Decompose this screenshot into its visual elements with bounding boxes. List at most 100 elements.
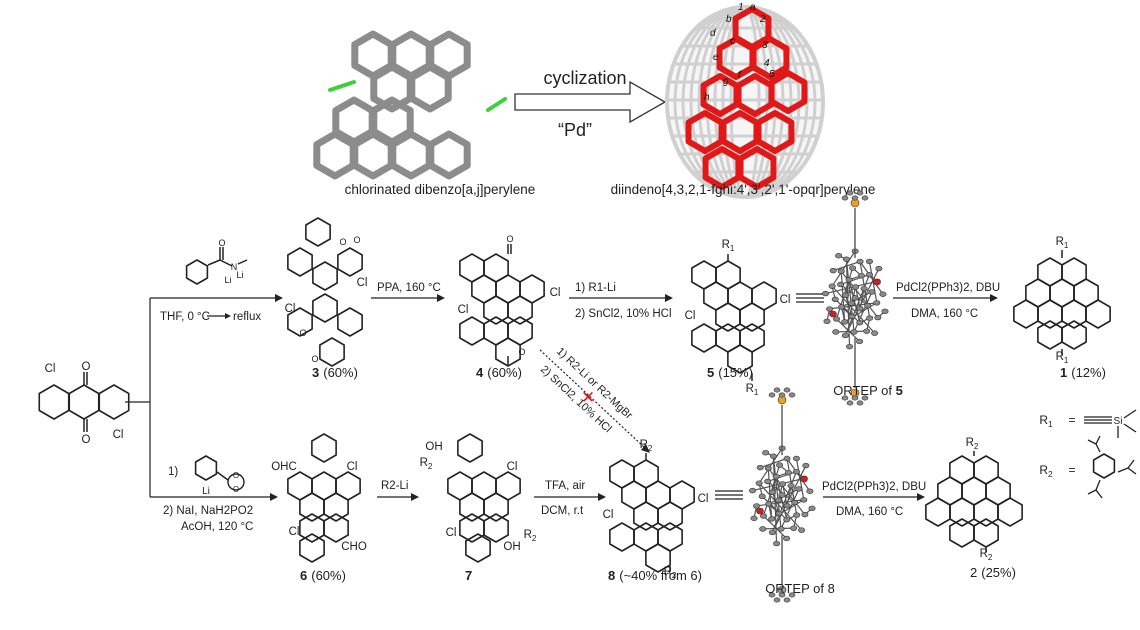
c7-oh-1: OH: [425, 441, 442, 453]
svg-text:e: e: [713, 52, 719, 63]
r1-def-label: R1: [1039, 413, 1053, 429]
c5-cl-2: Cl: [685, 310, 696, 322]
svg-text:O: O: [353, 235, 360, 245]
c3-cl-1: Cl: [357, 277, 368, 289]
failed-route-arrow: ✕ 1) R2-Li or R2-MgBr 2) SnCl2, 10% HCl: [538, 345, 650, 453]
svg-text:g: g: [723, 76, 729, 87]
step-tfa: TFA, air: [545, 480, 585, 492]
svg-text:O: O: [518, 347, 525, 357]
ortep-8-image: [749, 387, 816, 603]
c4-cl-2: Cl: [458, 304, 469, 316]
svg-text:1: 1: [738, 2, 744, 13]
sm-oxygen-1: O: [82, 361, 91, 373]
cyclization-arrow: [514, 80, 667, 124]
svg-text:b: b: [726, 14, 732, 25]
svg-text:c: c: [730, 36, 735, 47]
bottom-pd-cond2: DMA, 160 °C: [836, 506, 903, 518]
c8-r2-bottom: R2: [664, 566, 677, 580]
svg-text:=: =: [1068, 463, 1075, 477]
svg-text:✕: ✕: [581, 388, 595, 407]
right-caption: diindeno[4,3,2,1-fghi:4',3',2',1'-opqr]p…: [611, 182, 876, 197]
svg-text:Si: Si: [1114, 416, 1123, 427]
ortep-8-caption: ORTEP of 8: [765, 581, 835, 596]
c7-cl-2: Cl: [446, 527, 457, 539]
top-pd-cond1: PdCl2(PPh3)2, DBU: [896, 282, 1000, 294]
c6-cl-1: Cl: [347, 461, 358, 473]
compound-1-label: 1(12%): [1060, 365, 1106, 380]
svg-text:2: 2: [759, 14, 766, 25]
svg-text:O: O: [506, 234, 513, 244]
c2-r2-bottom: R2: [980, 548, 993, 562]
c7-r2-2: R2: [524, 529, 537, 543]
svg-text:O: O: [299, 328, 306, 338]
compound-7-label: 7: [465, 568, 472, 583]
compound-5-label: 5(15%): [707, 365, 753, 380]
svg-text:O: O: [311, 354, 318, 364]
step-ppa: PPA, 160 °C: [377, 282, 441, 294]
c5-r1-bottom: R1: [746, 383, 759, 397]
svg-text:O: O: [233, 471, 239, 480]
bottom-pd-cond1: PdCl2(PPh3)2, DBU: [822, 481, 926, 493]
compound-3-label: 3(60%): [312, 365, 358, 380]
svg-text:3: 3: [762, 40, 768, 51]
c8-r2-top: R2: [640, 439, 653, 453]
c1-r1-bottom: R1: [1056, 351, 1069, 365]
sm-oxygen-2: O: [82, 434, 91, 446]
c1-r1-top: R1: [1056, 236, 1069, 250]
svg-text:a: a: [750, 2, 756, 13]
bottom-step1-cond2: AcOH, 120 °C: [181, 521, 253, 533]
c7-r2-1: R2: [420, 457, 433, 471]
c8-cl-2: Cl: [603, 509, 614, 521]
c7-oh-2: OH: [503, 541, 520, 553]
svg-text:O: O: [233, 485, 239, 494]
equivalence-sign-5: [796, 293, 824, 303]
bottom-step1-num: 1): [168, 466, 178, 478]
equivalence-sign-8: [715, 490, 743, 500]
svg-text:O: O: [339, 237, 346, 247]
arrow-bottom-label: “Pd”: [558, 120, 592, 140]
step-r2li: R2-Li: [381, 480, 408, 492]
svg-text:Li: Li: [236, 270, 243, 280]
c2-r2-top: R2: [966, 437, 979, 451]
c5-cl-1: Cl: [780, 294, 791, 306]
svg-text:N: N: [231, 262, 238, 272]
compound-6-label: 6(60%): [300, 568, 346, 583]
left-caption: chlorinated dibenzo[a,j]perylene: [345, 182, 536, 197]
dibenzoperylene-model: [313, 30, 507, 180]
c8-cl-1: Cl: [698, 493, 709, 505]
svg-text:Li: Li: [224, 275, 231, 285]
top-step1-cond2: reflux: [233, 311, 261, 323]
c7-cl-1: Cl: [507, 461, 518, 473]
svg-text:4: 4: [764, 58, 770, 69]
step-dcm: DCM, r.t: [541, 505, 584, 517]
step-sncl2: 2) SnCl2, 10% HCl: [575, 308, 672, 320]
arrow-top-label: cyclization: [543, 68, 626, 88]
c6-cl-2: Cl: [289, 526, 300, 538]
compound-8-label: 8(~40% from 6): [608, 568, 702, 583]
sm-cl-1: Cl: [45, 363, 56, 375]
svg-text:O: O: [218, 238, 225, 248]
c4-cl-1: Cl: [550, 287, 561, 299]
top-pd-cond2: DMA, 160 °C: [911, 308, 978, 320]
compound-2-label: 2(25%): [970, 565, 1016, 580]
ortep-5-image: [822, 190, 889, 406]
c6-ohc: OHC: [271, 461, 297, 473]
r2-def-label: R2: [1039, 463, 1053, 479]
aryllithium-acetal-reagent: Li OO: [194, 455, 245, 497]
svg-text:Li: Li: [202, 486, 210, 497]
sm-cl-2: Cl: [113, 429, 124, 441]
branch-lines: [125, 294, 283, 501]
bottom-step1-cond1: 2) NaI, NaH2PO2: [163, 505, 253, 517]
